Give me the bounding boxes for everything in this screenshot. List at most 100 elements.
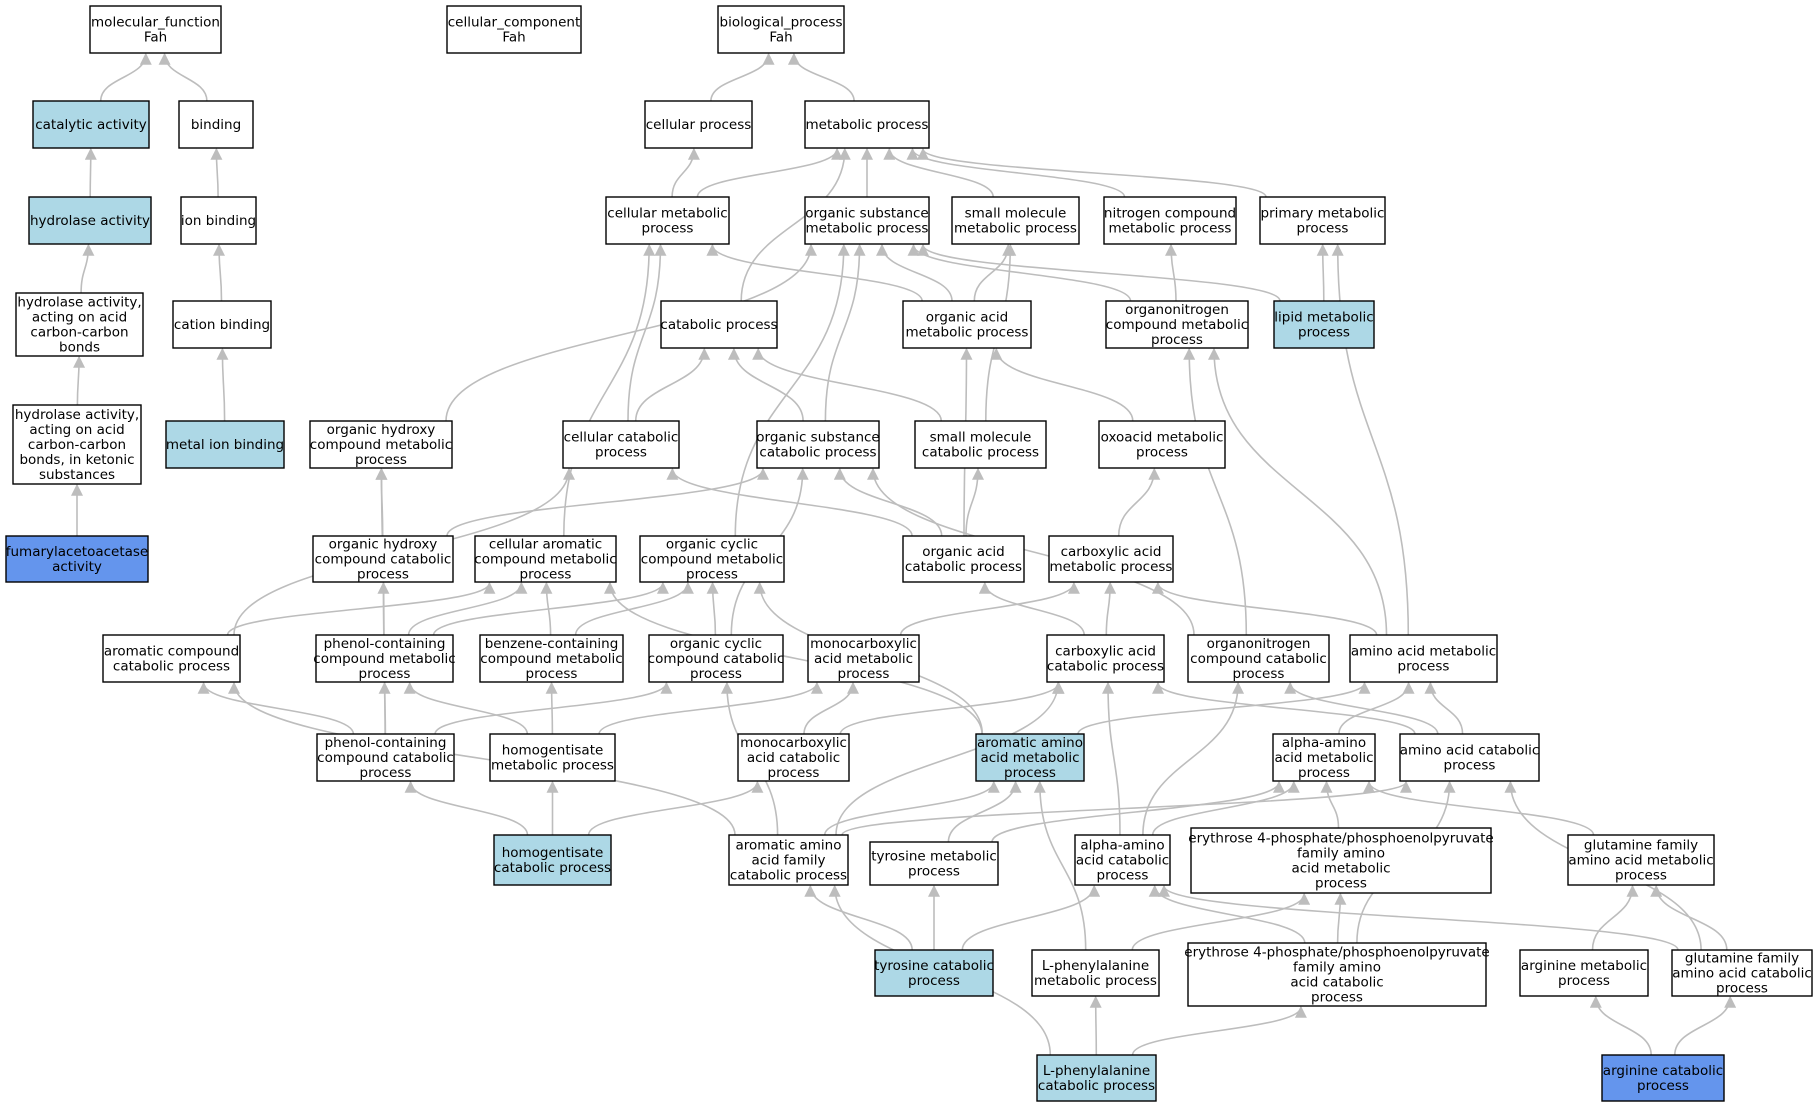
node-box[interactable] bbox=[914, 420, 1047, 469]
node-box[interactable] bbox=[172, 300, 272, 349]
node-box[interactable] bbox=[644, 100, 753, 149]
node-e4p_met[interactable]: erythrose 4-phosphate/phosphoenolpyruvat… bbox=[1188, 827, 1494, 894]
node-box[interactable] bbox=[180, 196, 257, 245]
node-box[interactable] bbox=[1349, 634, 1498, 683]
node-box[interactable] bbox=[1190, 827, 1492, 894]
node-box[interactable] bbox=[660, 300, 778, 349]
node-box[interactable] bbox=[605, 196, 730, 245]
node-box[interactable] bbox=[1046, 634, 1165, 683]
node-box[interactable] bbox=[1671, 949, 1813, 997]
node-hydro_cc[interactable]: hydrolase activity,acting on acidcarbon-… bbox=[15, 292, 144, 357]
node-box[interactable] bbox=[1601, 1054, 1725, 1102]
node-box[interactable] bbox=[1187, 942, 1487, 1007]
node-hydro_act[interactable]: hydrolase activity bbox=[28, 196, 152, 245]
node-box[interactable] bbox=[28, 196, 152, 245]
node-box[interactable] bbox=[756, 420, 880, 469]
node-box[interactable] bbox=[902, 300, 1032, 349]
node-box[interactable] bbox=[178, 100, 254, 149]
node-box[interactable] bbox=[869, 841, 999, 886]
node-box[interactable] bbox=[1519, 949, 1649, 997]
node-box[interactable] bbox=[951, 196, 1080, 245]
node-box[interactable] bbox=[804, 196, 930, 245]
node-box[interactable] bbox=[1036, 1054, 1157, 1102]
node-box[interactable] bbox=[316, 733, 455, 782]
node-box[interactable] bbox=[1399, 733, 1540, 782]
node-e4p_catab[interactable]: erythrose 4-phosphate/phosphoenolpyruvat… bbox=[1184, 942, 1490, 1007]
node-box[interactable] bbox=[479, 634, 624, 683]
node-box[interactable] bbox=[874, 949, 994, 997]
node-box[interactable] bbox=[309, 420, 453, 469]
node-box[interactable] bbox=[1031, 949, 1160, 997]
node-box[interactable] bbox=[902, 535, 1025, 583]
node-box[interactable] bbox=[1567, 834, 1715, 886]
node-catab_proc[interactable]: catabolic process bbox=[660, 300, 778, 349]
node-box[interactable] bbox=[315, 634, 454, 683]
node-box[interactable] bbox=[1187, 634, 1330, 683]
node-box[interactable] bbox=[975, 733, 1085, 782]
node-box[interactable] bbox=[807, 634, 920, 683]
node-box[interactable] bbox=[1272, 733, 1376, 782]
node-box[interactable] bbox=[737, 733, 850, 782]
node-box[interactable] bbox=[89, 5, 222, 54]
node-box[interactable] bbox=[639, 535, 785, 583]
node-binding[interactable]: binding bbox=[178, 100, 254, 149]
node-box[interactable] bbox=[728, 834, 849, 886]
node-box[interactable] bbox=[15, 292, 144, 357]
node-box[interactable] bbox=[562, 420, 680, 469]
node-box[interactable] bbox=[312, 535, 454, 583]
node-box[interactable] bbox=[1074, 834, 1171, 886]
node-met_proc[interactable]: metabolic process bbox=[804, 100, 930, 149]
node-box[interactable] bbox=[474, 535, 617, 583]
node-box[interactable] bbox=[12, 404, 142, 485]
node-box[interactable] bbox=[1259, 196, 1386, 245]
node-box[interactable] bbox=[446, 5, 582, 54]
node-box[interactable] bbox=[1103, 196, 1237, 245]
node-box[interactable] bbox=[1105, 300, 1249, 349]
node-box[interactable] bbox=[1098, 420, 1226, 469]
node-metal_ion[interactable]: metal ion binding bbox=[165, 420, 285, 469]
node-box[interactable] bbox=[804, 100, 930, 149]
node-cation_bind[interactable]: cation binding bbox=[172, 300, 272, 349]
node-box[interactable] bbox=[648, 634, 784, 683]
node-box[interactable] bbox=[1048, 535, 1174, 583]
